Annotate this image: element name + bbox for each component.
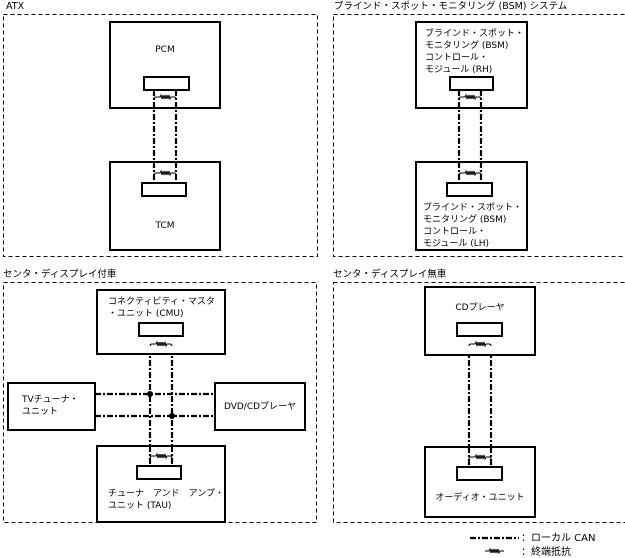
connector [456, 322, 503, 337]
module-pcm [109, 21, 221, 109]
module-tcm [109, 161, 221, 251]
module-label: コントロール・ [425, 53, 488, 63]
module-label: モニタリング (BSM) [425, 39, 508, 51]
module-tv-tuner [7, 382, 96, 431]
connector [449, 76, 494, 91]
terminating-resistor-icon [484, 548, 505, 554]
module-label: チューナ アンド アンプ・ [108, 488, 224, 499]
section-title-with-display: センタ・ディスプレイ付車 [3, 268, 117, 280]
module-label: ブラインド・スポット・ [425, 27, 524, 39]
section-with-display: センタ・ディスプレイ付車 コネクティビティ・マスタ ・ユニット (CMU) TV… [3, 268, 317, 523]
connector [456, 466, 503, 481]
module-label: コネクティビティ・マスタ [108, 296, 215, 307]
module-label: ブラインド・スポット・ [423, 201, 522, 213]
module-audio-unit [424, 446, 536, 518]
junction-dot [147, 391, 153, 397]
module-label: TVチューナ・ [21, 394, 79, 405]
module-label: ユニット (TAU) [108, 501, 171, 511]
section-title-atx: ATX [6, 1, 25, 12]
section-border [333, 282, 625, 523]
module-label: TCM [154, 221, 174, 231]
can-bus [95, 336, 215, 466]
module-label: モジュール (RH) [425, 65, 492, 75]
section-bsm: ブラインド・スポット・モニタリング (BSM) システム ブラインド・スポット・… [333, 0, 625, 257]
module-label: PCM [155, 45, 174, 55]
connector [143, 76, 190, 91]
legend-can-label: ：ローカル CAN [521, 532, 595, 544]
section-title-bsm: ブラインド・スポット・モニタリング (BSM) システム [334, 0, 567, 12]
can-bus [467, 336, 493, 467]
junction-dot [169, 413, 175, 419]
section-border [3, 14, 318, 257]
legend: ：ローカル CAN ：終端抵抗 [470, 532, 595, 558]
connector [136, 465, 182, 480]
module-label: モジュール (LH) [423, 239, 489, 249]
section-without-display: センタ・ディスプレイ無車 CDプレーヤ オーディオ・ユニット [333, 268, 625, 523]
module-bsm-lh [415, 161, 528, 251]
connector [138, 322, 184, 337]
section-title-without-display: センタ・ディスプレイ無車 [333, 268, 447, 280]
module-label: モニタリング (BSM) [423, 213, 506, 225]
module-label: オーディオ・ユニット [435, 491, 524, 503]
module-bsm-rh [415, 21, 528, 109]
section-atx: ATX PCM TCM [3, 1, 318, 257]
module-label: ユニット [22, 407, 58, 417]
module-label: ・ユニット (CMU) [108, 309, 184, 319]
module-tau [96, 445, 226, 523]
module-dvd-cd-player [214, 382, 306, 431]
connector [446, 182, 493, 197]
module-label: CDプレーヤ [455, 302, 504, 313]
module-label: コントロール・ [423, 227, 486, 237]
legend-resistor-label: ：終端抵抗 [521, 545, 571, 558]
section-border [333, 14, 625, 257]
module-label: DVD/CDプレーヤ [224, 401, 296, 412]
module-cd-player [424, 286, 536, 356]
connector [141, 182, 187, 197]
